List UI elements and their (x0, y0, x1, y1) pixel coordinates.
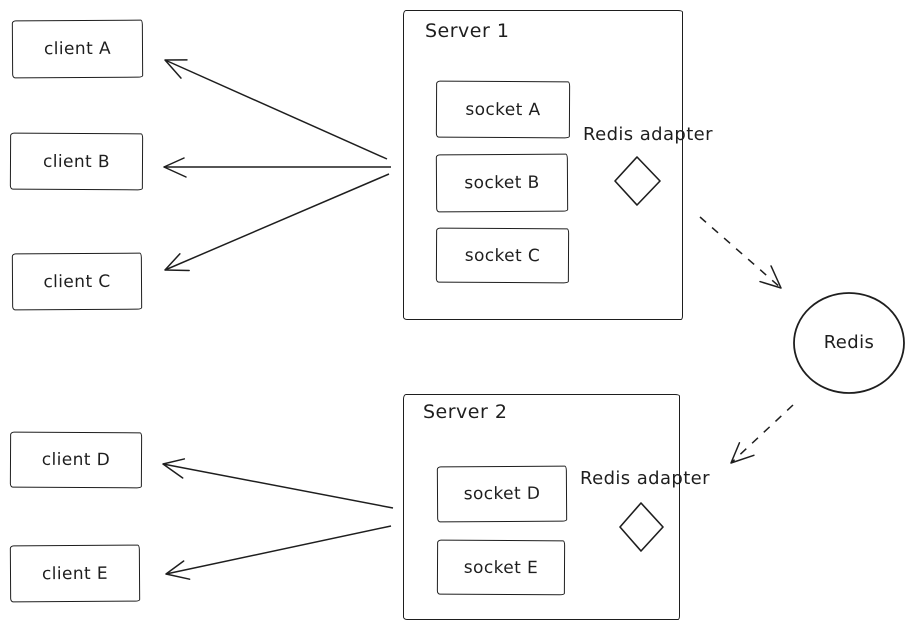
client-e-label: client E (41, 563, 109, 584)
redis-circle (793, 292, 905, 394)
arrow-server2-to-client-e (165, 525, 392, 580)
socket-e-box: socket E (436, 539, 566, 596)
client-e-box: client E (9, 544, 141, 603)
arrow-server1-to-client-a (164, 59, 388, 160)
socket-c-box: socket C (435, 227, 570, 284)
redis-adapter2-diamond-icon (619, 502, 664, 552)
client-b-label: client B (42, 151, 111, 172)
socket-d-box: socket D (436, 465, 568, 523)
server1-title: Server 1 (425, 20, 510, 42)
arrow-server2-to-client-d (162, 458, 394, 509)
server2-title: Server 2 (423, 401, 508, 423)
socket-a-label: socket A (465, 99, 541, 120)
arrow-redis-to-adapter2 (730, 404, 794, 464)
socket-d-label: socket D (463, 483, 541, 505)
socket-c-label: socket C (464, 245, 541, 266)
client-b-box: client B (9, 132, 144, 191)
server1-box (403, 10, 683, 320)
arrow-adapter1-to-redis (699, 216, 782, 289)
server1-redis-adapter-label: Redis adapter (583, 124, 713, 145)
client-c-box: client C (11, 252, 143, 311)
client-d-label: client D (41, 449, 111, 471)
server2-box (403, 394, 680, 620)
socket-b-label: socket B (464, 172, 540, 194)
arrow-server1-to-client-c (164, 173, 390, 272)
redis-node-label: Redis (823, 332, 875, 353)
client-a-box: client A (11, 19, 144, 79)
server2-redis-adapter-label: Redis adapter (580, 468, 710, 489)
socket-b-box: socket B (435, 153, 569, 213)
redis-adapter1-diamond-icon (614, 156, 661, 206)
client-a-label: client A (43, 38, 112, 60)
client-c-label: client C (43, 271, 111, 292)
socket-a-box: socket A (435, 80, 571, 139)
client-d-box: client D (9, 431, 143, 489)
socket-e-label: socket E (463, 557, 539, 578)
